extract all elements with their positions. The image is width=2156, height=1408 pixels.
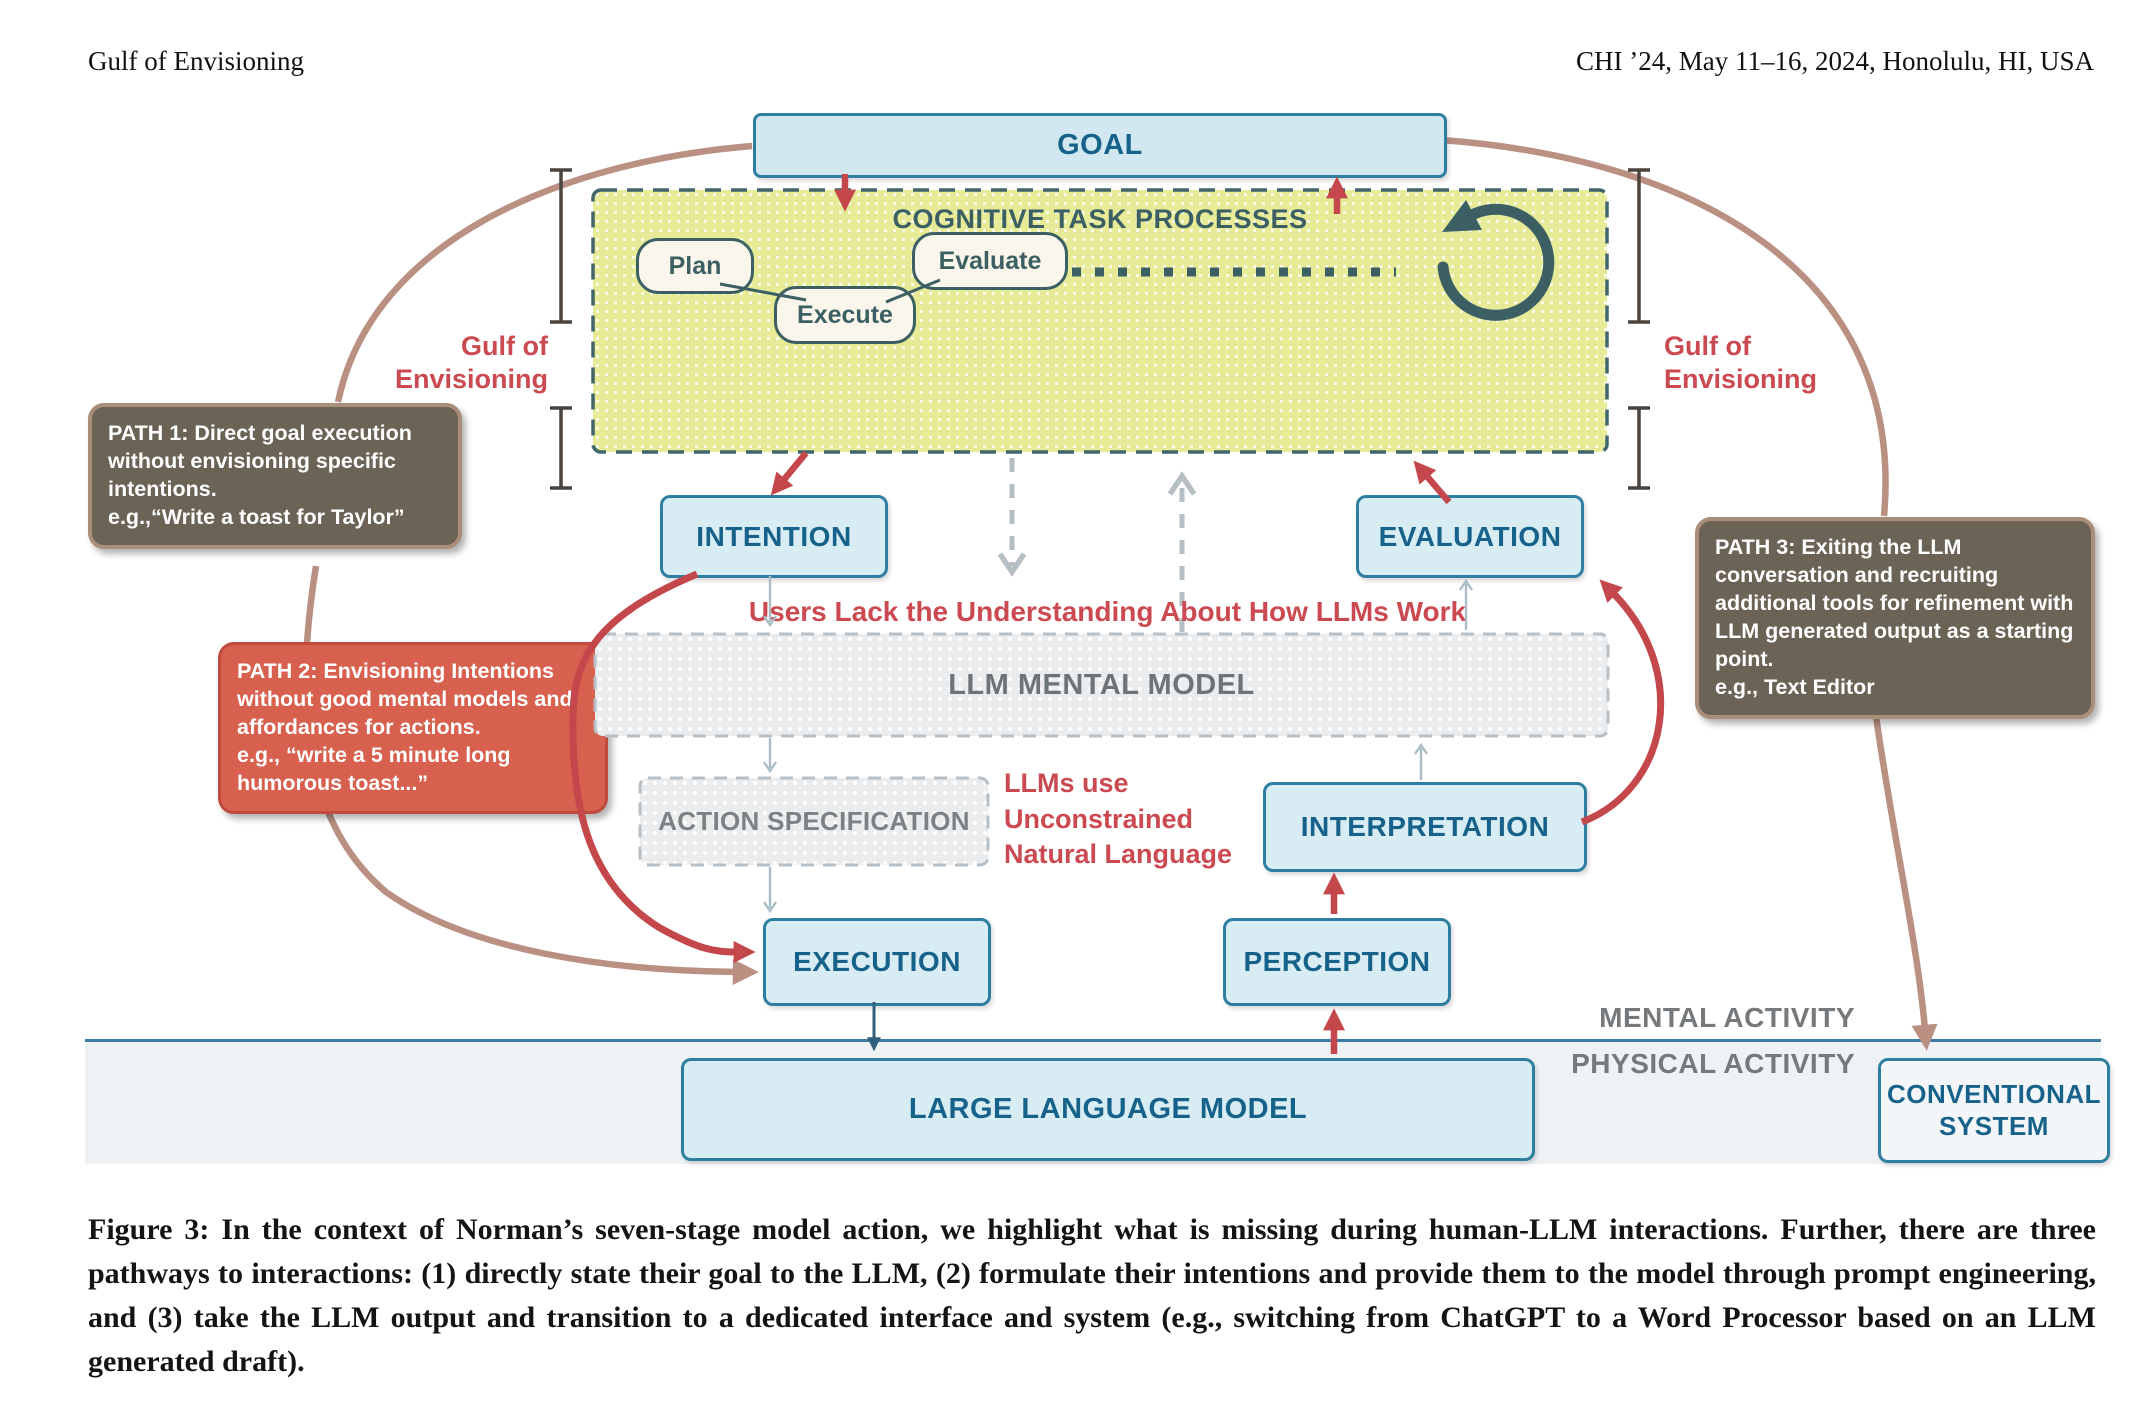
interpretation-label: INTERPRETATION [1300, 811, 1550, 842]
large-language-model-label: LARGE LANGUAGE MODEL [908, 1093, 1308, 1125]
evaluation-box: EVALUATION [1356, 495, 1584, 578]
execution-box: EXECUTION [763, 918, 991, 1006]
evaluation-label: EVALUATION [1378, 520, 1562, 552]
mental-activity-label: MENTAL ACTIVITY [1599, 1002, 1855, 1033]
arrow-cognitive-to-intention [770, 450, 809, 496]
execute-label: Execute [797, 300, 893, 329]
intention-label: INTENTION [696, 520, 852, 552]
mental-physical-divider [85, 1039, 2101, 1042]
running-header-left: Gulf of Envisioning [88, 46, 304, 76]
cognitive-task-processes-box: COGNITIVE TASK PROCESSES [593, 190, 1607, 452]
path1-callout: PATH 1: Direct goal execution without en… [88, 403, 462, 549]
execute-node: Execute [774, 286, 916, 344]
plan-node: Plan [636, 238, 754, 294]
path3-curve-to-conventional [1872, 715, 1938, 1051]
gulf-bracket-right [1628, 168, 1650, 490]
action-specification-label: ACTION SPECIFICATION [658, 806, 970, 836]
physical-activity-label: PHYSICAL ACTIVITY [1571, 1048, 1855, 1079]
goal-box: GOAL [753, 113, 1447, 178]
intention-box: INTENTION [660, 495, 888, 578]
llms-use-label: LLMs use Unconstrained Natural Language [1004, 768, 1233, 870]
running-header-right: CHI ’24, May 11–16, 2024, Honolulu, HI, … [1576, 46, 2094, 76]
conventional-system-box: CONVENTIONAL SYSTEM [1878, 1058, 2110, 1163]
conventional-system-label: CONVENTIONAL SYSTEM [1887, 1078, 2101, 1141]
evaluate-node: Evaluate [912, 232, 1068, 290]
llm-mental-model-box: LLM MENTAL MODEL [595, 634, 1608, 736]
gulf-of-envisioning-right: Gulf of Envisioning [1664, 331, 1818, 394]
large-language-model-box: LARGE LANGUAGE MODEL [681, 1058, 1535, 1161]
plan-label: Plan [668, 251, 722, 280]
gulf-of-envisioning-left: Gulf of Envisioning [394, 331, 548, 394]
perception-box: PERCEPTION [1223, 918, 1451, 1006]
interpretation-box: INTERPRETATION [1263, 782, 1587, 872]
action-specification-box: ACTION SPECIFICATION [640, 778, 988, 865]
perception-label: PERCEPTION [1243, 946, 1431, 977]
path3-callout: PATH 3: Exiting the LLM conversation and… [1695, 517, 2095, 719]
evaluate-label: Evaluate [938, 246, 1042, 275]
gulf-bracket-left [550, 168, 572, 490]
llm-mental-model-label: LLM MENTAL MODEL [948, 668, 1255, 701]
path2-callout: PATH 2: Envisioning Intentions without g… [218, 642, 608, 814]
goal-label: GOAL [1057, 129, 1143, 161]
figure-caption: Figure 3: In the context of Norman’s sev… [88, 1213, 2096, 1379]
users-lack-label: Users Lack the Understanding About How L… [748, 596, 1467, 627]
cognitive-title: COGNITIVE TASK PROCESSES [892, 204, 1308, 234]
execution-label: EXECUTION [793, 946, 961, 977]
